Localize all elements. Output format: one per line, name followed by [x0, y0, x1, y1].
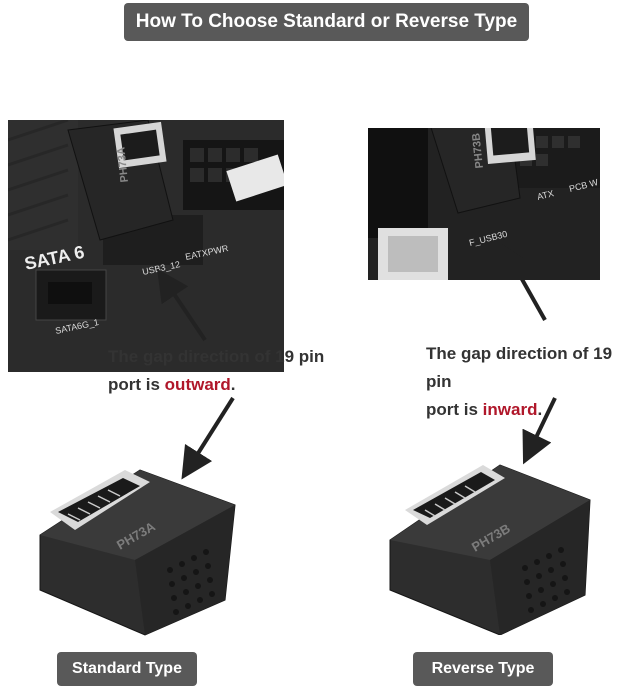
caption-reverse-type: Reverse Type [413, 652, 553, 686]
annotation-standard: The gap direction of 19 pin port is outw… [108, 343, 338, 399]
caption-standard-type: Standard Type [57, 652, 197, 686]
connector-standard: PH73A [20, 450, 260, 640]
board-label-atx: ATX [536, 188, 555, 202]
annotation-reverse-suffix: . [537, 400, 543, 419]
annotation-standard-highlight: outward [164, 375, 231, 394]
annotation-standard-suffix: . [230, 375, 236, 394]
annotation-reverse-line1: The gap direction of 19 pin [426, 344, 613, 391]
annotation-reverse-prefix: port is [426, 400, 483, 419]
annotation-reverse: The gap direction of 19 pin port is inwa… [426, 340, 640, 424]
motherboard-photo-reverse: F_USB30 ATX PCB W PH73B [368, 128, 600, 280]
annotation-standard-line1: The gap direction of 19 pin [108, 347, 325, 366]
module-mark-standard-photo: PH73A [115, 146, 131, 183]
connector-reverse: PH73B [375, 440, 615, 636]
page-title: How To Choose Standard or Reverse Type [124, 3, 529, 41]
annotation-reverse-line2: port is inward. [426, 396, 640, 424]
annotation-standard-prefix: port is [108, 375, 165, 394]
module-mark-reverse-photo: PH73B [470, 132, 486, 169]
motherboard-photo-standard: SATA 6 USB3_12 EATXPWR SATA6G_1 PH73A [8, 120, 284, 372]
annotation-standard-line2: port is outward. [108, 371, 338, 399]
annotation-reverse-highlight: inward [482, 400, 538, 419]
